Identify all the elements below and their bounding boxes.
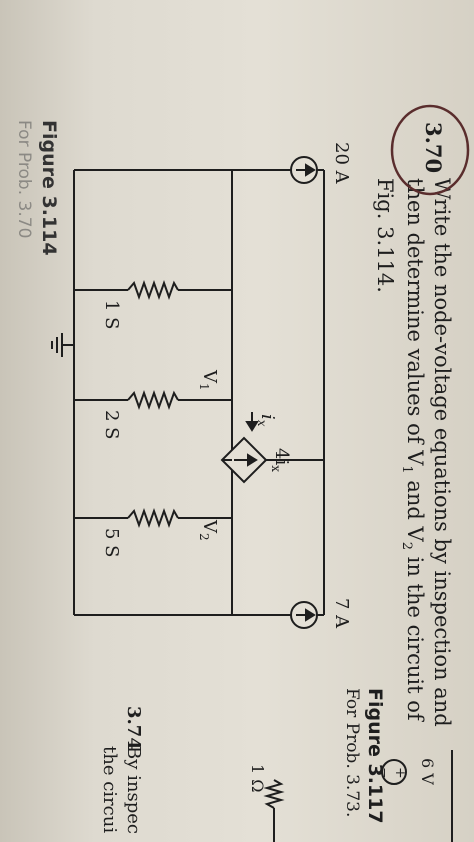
ix-letter: i <box>257 414 278 420</box>
label-2s: 2 S <box>101 410 122 440</box>
label-v2: V2 <box>197 519 220 541</box>
v1-letter: V <box>199 369 220 384</box>
resistor-5s <box>127 508 179 528</box>
side-voltage-source <box>381 759 407 785</box>
arrow-20a-head <box>305 163 316 177</box>
resistor-1s <box>127 280 179 300</box>
pen-circle-around-number <box>390 104 470 196</box>
dep-gain: 4i <box>271 448 292 465</box>
side-resistor-label: 1 Ω <box>248 764 267 793</box>
dep-sub: x <box>269 465 283 472</box>
v2-sub: 2 <box>197 533 211 541</box>
label-4ix: 4ix <box>269 448 292 472</box>
label-5s: 5 S <box>101 528 122 558</box>
arrow-dep-head <box>247 453 258 467</box>
v2-letter: V <box>199 519 220 534</box>
label-7a: 7 A <box>331 598 352 629</box>
label-1s: 1 S <box>101 300 122 330</box>
v1-sub: 1 <box>197 383 211 391</box>
arrow-7a-head <box>305 608 316 622</box>
ix-sub: x <box>255 420 269 427</box>
resistor-2s <box>127 390 179 410</box>
label-ix: ix <box>255 414 278 427</box>
side-source-label: 6 V <box>418 758 437 785</box>
side-resistor <box>263 779 285 809</box>
side-source-minus: − <box>376 767 392 779</box>
label-20a: 20 A <box>331 142 352 185</box>
arrow-ix-head <box>245 421 259 432</box>
side-source-plus: + <box>392 767 408 779</box>
label-v1: V1 <box>197 369 220 391</box>
